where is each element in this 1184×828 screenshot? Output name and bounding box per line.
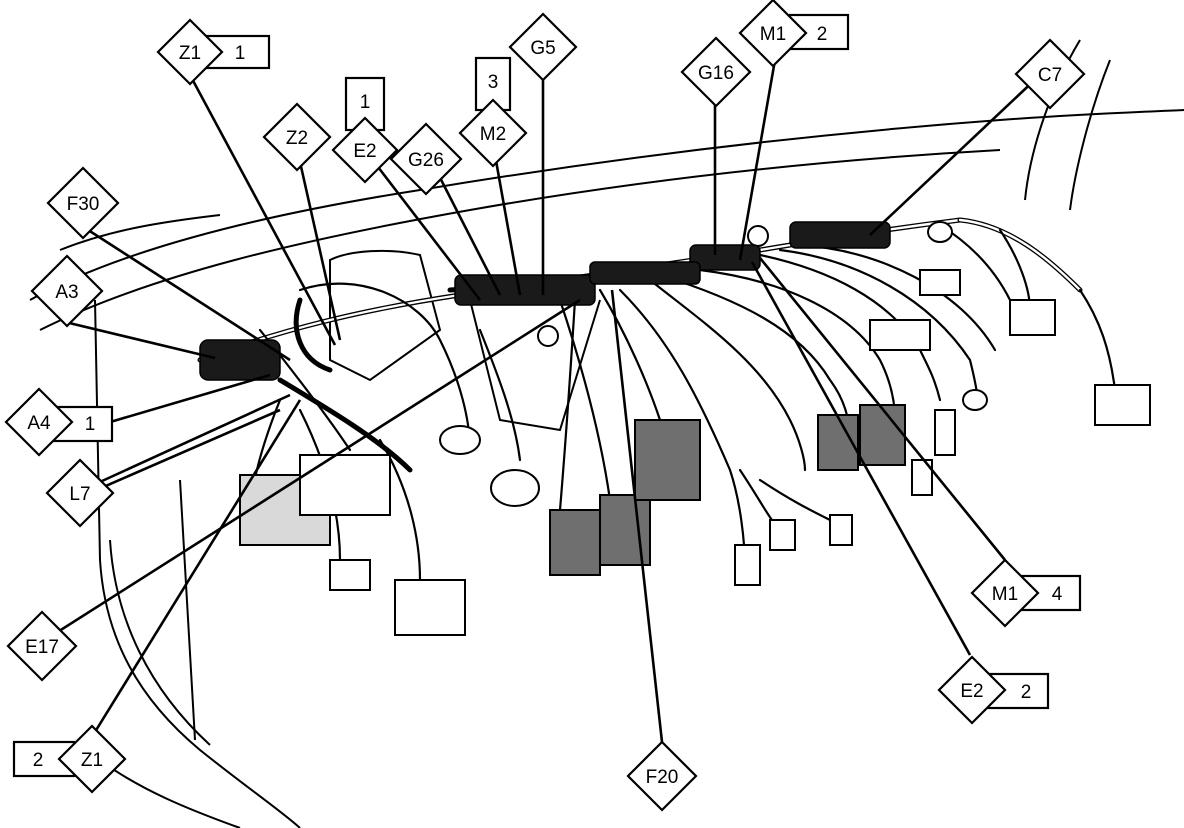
connector-bottom-left — [394, 579, 466, 636]
round-connector-left — [439, 425, 481, 455]
callout-z1-bottom-code: Z1 — [81, 750, 103, 771]
round-connector-right — [962, 389, 988, 411]
ground-stud — [537, 325, 559, 347]
callout-m1-top-num: 2 — [817, 24, 828, 45]
callout-e2-right-code: E2 — [960, 681, 983, 702]
ground-stud-top — [747, 225, 769, 247]
callout-f30: F30 — [46, 166, 120, 240]
callout-a4-code: A4 — [27, 413, 51, 434]
callout-e2-top-num: 1 — [360, 92, 371, 113]
connector-plug-1 — [734, 544, 761, 586]
callout-a3-code: A3 — [55, 282, 78, 303]
callout-z1-bottom-diamond — [57, 724, 127, 794]
callout-z1-top-num: 1 — [235, 43, 246, 64]
callout-m2-diamond — [458, 98, 528, 168]
callout-f20-diamond — [626, 740, 698, 812]
callout-z1-top: Z1 1 — [156, 18, 271, 86]
callout-l7: L7 — [45, 458, 115, 528]
callout-e2-top-diamond — [331, 116, 399, 184]
callout-e2-top: 1 E2 — [331, 76, 399, 184]
callout-g16: G16 — [680, 36, 752, 108]
harness-cluster-left — [199, 339, 281, 381]
connector-right-6 — [919, 269, 961, 296]
connector-small-left — [329, 559, 371, 591]
harness-cluster-center — [454, 274, 596, 306]
callout-e2-right-num: 2 — [1021, 682, 1032, 703]
callout-e2-right: E2 2 — [937, 655, 1050, 725]
callout-a3: A3 — [30, 254, 104, 328]
callout-c7-code: C7 — [1038, 65, 1062, 86]
callout-g26-code: G26 — [408, 150, 444, 171]
connector-center-3 — [634, 419, 701, 501]
callout-c7: C7 — [1014, 38, 1086, 110]
callout-z2-code: Z2 — [286, 128, 308, 149]
connector-right-5 — [869, 319, 931, 351]
callout-e2-top-code: E2 — [353, 141, 376, 162]
connectors — [199, 221, 1151, 636]
callout-g26: G26 — [389, 122, 463, 196]
callout-z1-bottom-num: 2 — [33, 750, 44, 771]
connector-far-right-2 — [1094, 384, 1151, 426]
connector-center-1 — [549, 509, 601, 576]
callout-f30-diamond — [46, 166, 120, 240]
callout-e17-diamond — [6, 610, 78, 682]
round-connector-center — [490, 469, 540, 507]
callout-z1-top-code: Z1 — [179, 43, 201, 64]
callout-e17: E17 — [6, 610, 78, 682]
connector-right-2 — [859, 404, 906, 466]
harness-cluster-f20 — [589, 261, 701, 285]
callout-g26-diamond — [389, 122, 463, 196]
callout-g5-code: G5 — [530, 38, 555, 59]
connector-far-right-1 — [1009, 299, 1056, 336]
callout-z1-top-diamond — [156, 18, 224, 86]
connector-plug-3 — [829, 514, 853, 546]
callout-g5-diamond — [508, 12, 578, 82]
callout-m2-code: M2 — [480, 124, 506, 145]
callout-m1-top-code: M1 — [760, 24, 786, 45]
callout-c7-diamond — [1014, 38, 1086, 110]
callout-a4-diamond — [4, 387, 74, 457]
callout-z2: Z2 — [262, 102, 332, 172]
connector-plug-2 — [769, 519, 796, 551]
callout-a3-diamond — [30, 254, 104, 328]
callout-m1-top: M1 2 — [738, 0, 850, 68]
callout-l7-code: L7 — [69, 484, 90, 505]
connector-right-4 — [934, 409, 956, 456]
callout-f20-code: F20 — [646, 767, 679, 788]
callout-m1-right: M1 4 — [970, 558, 1082, 628]
callout-m1-right-diamond — [970, 558, 1040, 628]
ground-stud-right — [927, 221, 953, 243]
leader-lines — [44, 59, 1041, 743]
connector-block-left-upper — [299, 454, 391, 516]
callout-f30-code: F30 — [67, 194, 100, 215]
callout-l7-diamond — [45, 458, 115, 528]
callout-g16-diamond — [680, 36, 752, 108]
callout-e2-right-diamond — [937, 655, 1007, 725]
callout-e17-code: E17 — [25, 637, 59, 658]
callout-g5: G5 — [508, 12, 578, 82]
callout-m1-right-num: 4 — [1052, 584, 1063, 605]
callout-m2-num: 3 — [488, 72, 499, 93]
callout-f20: F20 — [626, 740, 698, 812]
callout-g16-code: G16 — [698, 63, 734, 84]
callout-a4-num: 1 — [85, 414, 96, 435]
callout-z1-bottom: 2 Z1 — [12, 724, 127, 794]
callout-m1-right-code: M1 — [992, 584, 1018, 605]
callout-a4: A4 1 — [4, 387, 114, 457]
connector-right-3 — [911, 459, 933, 496]
callout-m2: 3 M2 — [458, 56, 528, 168]
callout-m1-top-diamond — [738, 0, 808, 68]
harness-cluster-c7 — [789, 221, 891, 249]
callout-z2-diamond — [262, 102, 332, 172]
